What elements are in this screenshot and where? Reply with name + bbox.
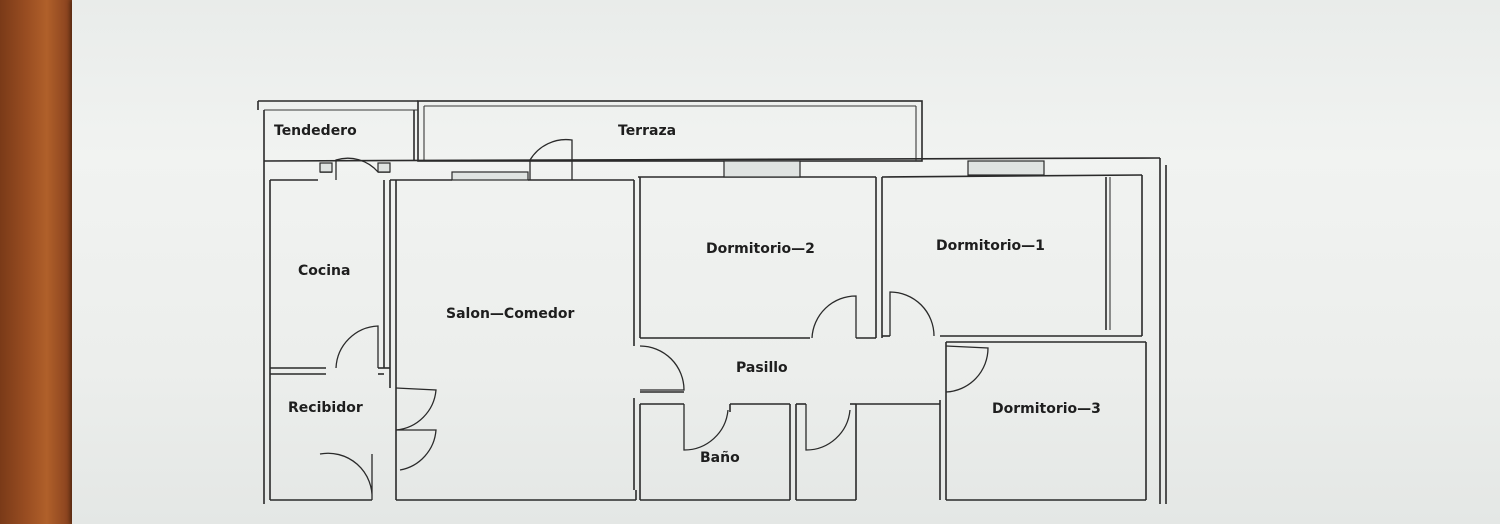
doors bbox=[319, 138, 989, 501]
label-pasillo: Pasillo bbox=[736, 360, 788, 376]
windows bbox=[319, 160, 1045, 181]
paper-sheet bbox=[72, 0, 1500, 524]
label-dormitorio-3: Dormitorio—3 bbox=[992, 401, 1101, 417]
label-bano: Baño bbox=[700, 450, 740, 466]
bano-walls bbox=[640, 403, 857, 500]
label-recibidor: Recibidor bbox=[288, 400, 363, 416]
terraza-outline bbox=[417, 100, 923, 162]
cocina-walls bbox=[270, 180, 391, 388]
label-salon-comedor: Salon—Comedor bbox=[446, 306, 575, 322]
label-tendedero: Tendedero bbox=[274, 123, 357, 139]
dormitorio-1-walls bbox=[882, 177, 1142, 337]
outer-walls bbox=[263, 157, 1167, 504]
wooden-table-edge bbox=[0, 0, 78, 524]
dormitorio-3-walls bbox=[856, 341, 1147, 500]
tendedero-outline bbox=[257, 100, 418, 161]
label-cocina: Cocina bbox=[298, 263, 350, 279]
salon-walls bbox=[395, 177, 684, 500]
dormitorio-2-walls bbox=[640, 177, 883, 339]
label-terraza: Terraza bbox=[618, 123, 676, 139]
label-dormitorio-2: Dormitorio—2 bbox=[706, 241, 815, 257]
label-dormitorio-1: Dormitorio—1 bbox=[936, 238, 1045, 254]
